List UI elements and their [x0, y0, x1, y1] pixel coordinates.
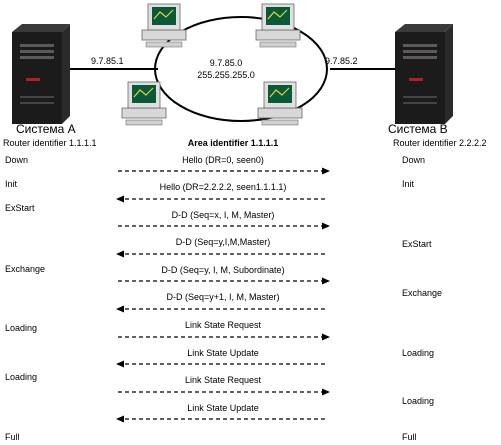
message-label: Link State Update — [187, 348, 259, 358]
message-label: D-D (Seq=x, I, M, Master) — [171, 210, 275, 220]
state-a-loading-2: Loading — [5, 372, 38, 382]
state-b-init: Init — [402, 179, 415, 189]
message-label: D-D (Seq=y, I, M, Subordinate) — [161, 265, 285, 275]
ring-ip-label: 9.7.85.0 — [209, 58, 243, 68]
server-b-icon — [395, 24, 453, 124]
system-b-name: Система B — [388, 122, 448, 136]
arrowhead-3 — [322, 222, 330, 230]
ring-mask-label: 255.255.255.0 — [197, 70, 255, 80]
state-a-loading-1: Loading — [5, 323, 38, 333]
system-b-router-id: Router identifier 2.2.2.2 — [393, 138, 487, 148]
arrowhead-7 — [322, 333, 330, 341]
state-b-loading-2: Loading — [402, 396, 435, 406]
workstation-top-left-icon — [141, 3, 187, 48]
message-arrows — [116, 167, 330, 423]
arrowhead-1 — [322, 167, 330, 175]
arrowhead-5 — [322, 277, 330, 285]
state-b-exstart: ExStart — [402, 239, 432, 249]
state-b-loading-1: Loading — [402, 348, 435, 358]
system-a-router-id: Router identifier 1.1.1.1 — [3, 138, 97, 148]
message-label: Hello (DR=2.2.2.2, seen1.1.1.1) — [159, 182, 287, 192]
message-label: Link State Request — [184, 375, 262, 385]
area-identifier-label: Area identifier 1.1.1.1 — [187, 138, 279, 148]
message-label: Link State Request — [184, 320, 262, 330]
network-ring — [154, 16, 328, 122]
workstation-bottom-left-icon — [121, 81, 167, 126]
state-b-exchange: Exchange — [402, 288, 443, 298]
arrowhead-8 — [116, 360, 124, 368]
state-a-exchange: Exchange — [5, 264, 46, 274]
message-label: Hello (DR=0, seen0) — [182, 155, 264, 165]
server-a-icon — [12, 24, 70, 124]
state-a-full: Full — [5, 432, 20, 442]
state-a-down: Down — [5, 155, 29, 165]
arrowhead-10 — [116, 415, 124, 423]
state-a-init: Init — [5, 179, 18, 189]
right-link-ip-label: 9.7.85.2 — [325, 56, 358, 66]
state-a-exstart: ExStart — [5, 203, 35, 213]
system-a-name: Система A — [16, 122, 76, 136]
message-label: Link State Update — [187, 403, 259, 413]
state-b-full: Full — [402, 432, 417, 442]
state-b-down: Down — [402, 155, 426, 165]
message-label: D-D (Seq=y,I,M,Master) — [175, 237, 271, 247]
arrowhead-4 — [116, 250, 124, 258]
arrowhead-6 — [116, 305, 124, 313]
arrowhead-2 — [116, 195, 124, 203]
left-link-ip-label: 9.7.85.1 — [91, 56, 124, 66]
workstation-bottom-right-icon — [257, 81, 303, 126]
arrowhead-9 — [322, 388, 330, 396]
message-label: D-D (Seq=y+1, I, M, Master) — [166, 292, 280, 302]
workstation-top-right-icon — [255, 3, 301, 48]
